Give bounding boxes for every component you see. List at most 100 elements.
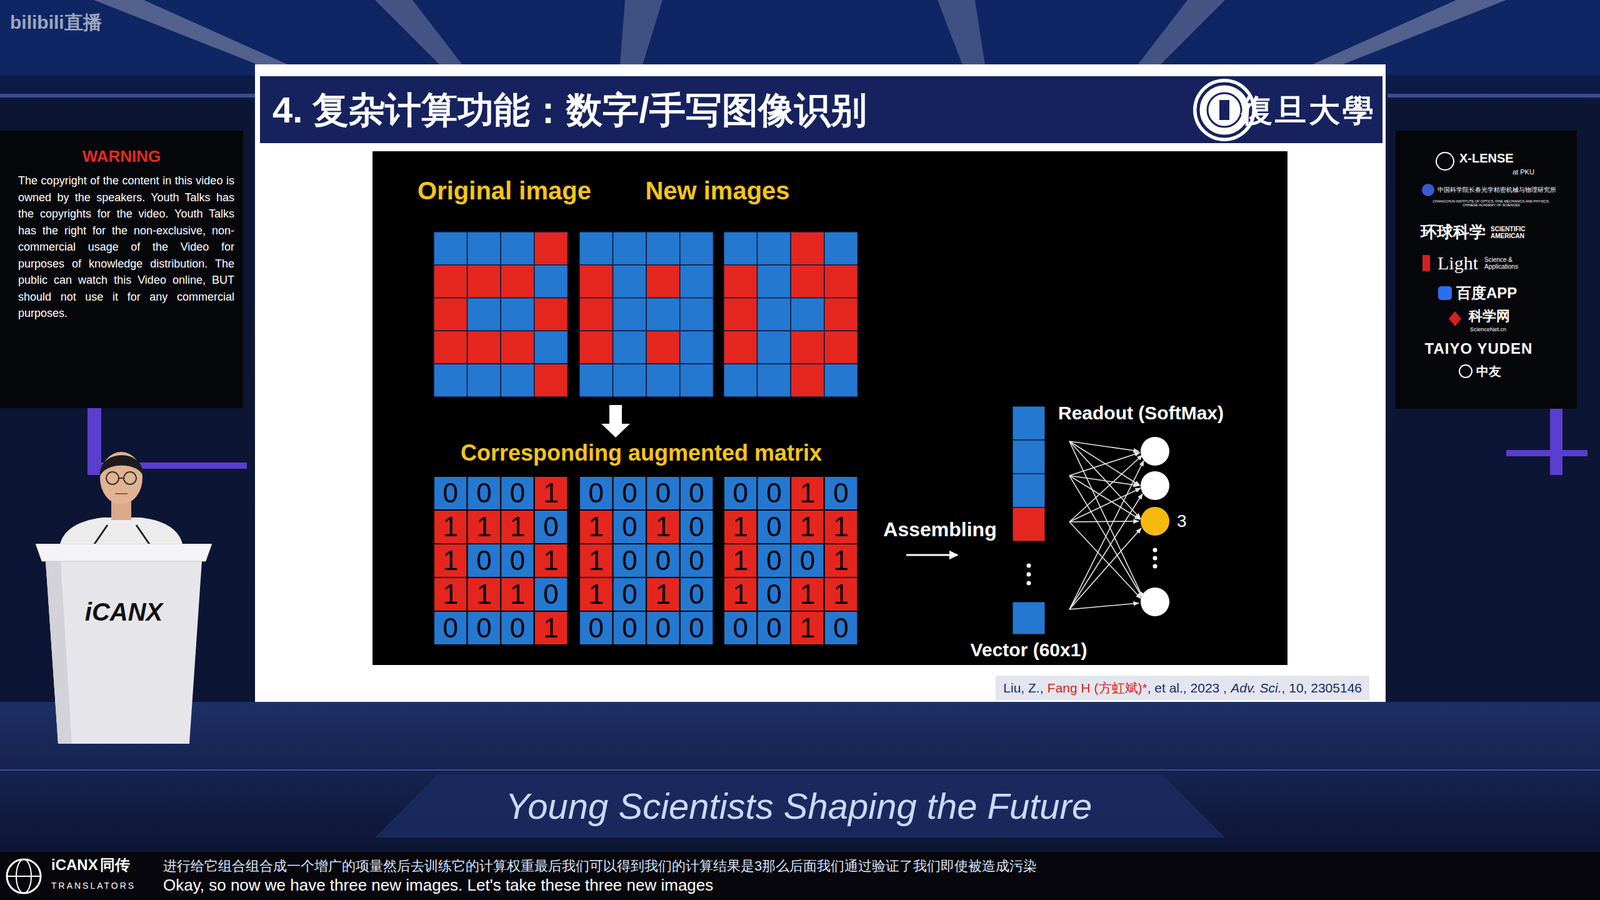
- matrix-value: 0: [543, 578, 559, 611]
- image-pixel: [646, 298, 680, 332]
- image-pixel: [757, 298, 792, 332]
- vector-cell: [1012, 507, 1045, 542]
- neuron: [1140, 471, 1170, 500]
- matrix-cell: [680, 543, 714, 578]
- image-pixel: [757, 231, 792, 265]
- matrix-value: 0: [621, 477, 637, 510]
- matrix-value: 1: [833, 511, 849, 544]
- image-pixel: [790, 363, 825, 397]
- matrix-value: 1: [510, 578, 525, 611]
- led-strip: [1550, 406, 1563, 475]
- matrix-cell: [824, 611, 859, 645]
- vector-cell: [1012, 601, 1045, 635]
- image-pixel: [534, 298, 569, 332]
- image-pixel: [534, 231, 569, 265]
- matrix-value: 1: [476, 578, 492, 611]
- matrix-value: 0: [833, 477, 849, 510]
- matrix-value: 1: [476, 511, 492, 544]
- podium-top: [35, 543, 212, 562]
- matrix-value: 0: [688, 545, 704, 577]
- matrix-cell: [613, 476, 647, 510]
- sponsor-name: at PKU: [1512, 168, 1535, 177]
- matrix-value: 0: [588, 612, 604, 645]
- matrix-cell: [500, 510, 535, 544]
- citation-box: Liu, Z.,Fang H (方虹斌)*, et al., 2023 ,Adv…: [995, 675, 1370, 700]
- matrix-cell: [824, 510, 859, 544]
- bottom-bar: [0, 851, 1600, 900]
- matrix-value: 0: [621, 612, 637, 645]
- panel-heading: New images: [645, 176, 790, 205]
- image-pixel: [467, 231, 502, 265]
- readout-neurons: [1140, 436, 1170, 617]
- slide-header-bar: [260, 76, 1383, 144]
- matrix-value: 0: [655, 477, 671, 510]
- sponsor-name: 中国科学院长春光学精密机械与物理研究所: [1437, 186, 1557, 194]
- subtitle-zh: 进行给它组合组合成一个增广的项量然后去训练它的计算权重最后我们可以得到我们的计算…: [163, 858, 1037, 874]
- image-pixel: [757, 265, 792, 299]
- ellipsis-dot: [1026, 563, 1032, 569]
- matrix-value: 1: [543, 545, 559, 577]
- image-pixel: [613, 363, 647, 397]
- matrix-cell: [433, 510, 468, 544]
- matrix-cell: [500, 577, 535, 612]
- matrix-value: 0: [655, 612, 671, 645]
- ellipsis-dot: [1026, 581, 1032, 586]
- podium-shade: [45, 561, 72, 744]
- image-pixel: [579, 231, 614, 265]
- image-pixel: [579, 265, 614, 299]
- matrix-value: 0: [688, 511, 704, 544]
- network-link: [1069, 493, 1143, 610]
- light-icon: [1422, 255, 1430, 272]
- matrix-value: 0: [476, 612, 492, 645]
- matrix-cell: [646, 611, 680, 645]
- sponsor-name: TAIYO YUDEN: [1425, 340, 1534, 358]
- matrix-cell: [680, 577, 714, 612]
- image-pixel: [680, 298, 714, 332]
- matrix-cell: [824, 543, 859, 578]
- matrix-cell: [467, 510, 502, 544]
- floor-band: [375, 775, 1225, 838]
- pku-emblem: [1436, 152, 1454, 170]
- image-pixel: [824, 265, 859, 299]
- figure-panel: [372, 151, 1288, 665]
- matrix-cell: [790, 543, 825, 578]
- image-pixel: [723, 231, 758, 265]
- fudan-emblem-mark: [1219, 100, 1230, 120]
- matrix-cell: [467, 611, 502, 645]
- matrix-cell: [790, 577, 825, 612]
- image-pixel: [467, 265, 502, 299]
- matrix-cell: [467, 476, 502, 510]
- matrix-cell: [646, 510, 680, 544]
- matrix-value: 0: [621, 578, 637, 611]
- step-label: Assembling: [883, 518, 997, 542]
- matrix-value: 1: [443, 578, 459, 611]
- image-pixel: [579, 363, 614, 397]
- matrix-cell: [723, 577, 758, 612]
- microphone: [93, 525, 108, 545]
- image-pixel: [467, 363, 502, 397]
- warning-heading: WARNING: [0, 146, 244, 167]
- matrix-value: 1: [443, 545, 459, 577]
- podium-shape: [35, 543, 212, 747]
- matrix-cell: [757, 510, 792, 544]
- down-arrow: [601, 405, 630, 438]
- vector-cell: [1012, 473, 1045, 508]
- image-pixel: [680, 330, 714, 364]
- matrix-cell: [613, 577, 647, 612]
- image-pixel: [757, 363, 792, 397]
- globe-icon: [6, 875, 41, 877]
- image-pixel: [534, 265, 569, 299]
- matrix-cell: [723, 510, 758, 544]
- network-link: [1069, 460, 1144, 610]
- sponsor-name: 环球科学: [1420, 223, 1486, 242]
- speaker-mouth: [115, 493, 128, 495]
- image-pixel: [467, 298, 502, 332]
- matrix-value: 1: [543, 477, 559, 510]
- matrix-cell: [613, 510, 647, 544]
- matrix-value: 0: [766, 578, 782, 611]
- matrix-cell: [500, 543, 535, 578]
- matrix-cell: [534, 476, 569, 510]
- citation-part: Adv. Sci.: [1230, 680, 1282, 696]
- network-link: [1069, 528, 1142, 610]
